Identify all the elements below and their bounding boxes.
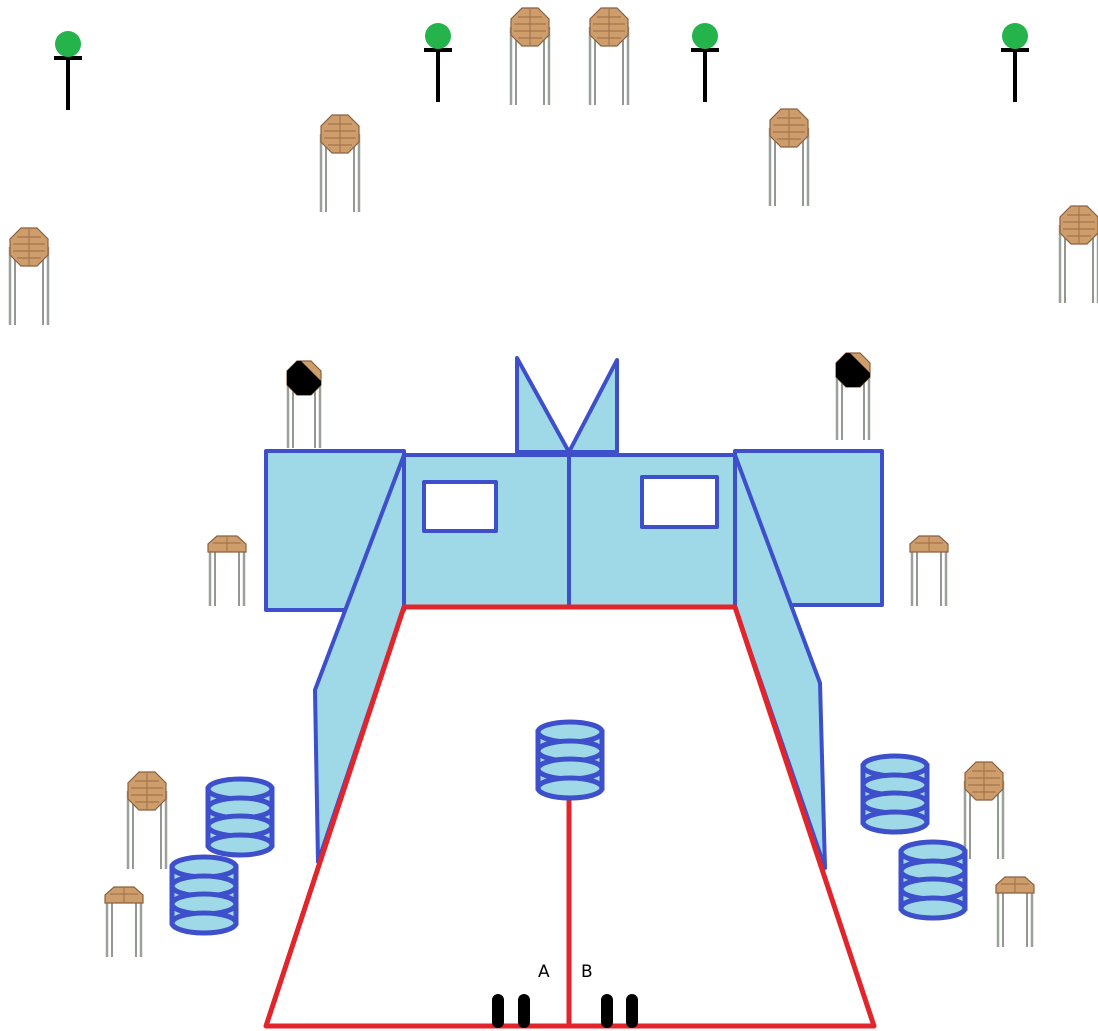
barrel-icon [208,779,272,855]
plate-rack-icon [999,21,1031,104]
octagon-target-icon [963,760,1005,861]
magazine-icon [626,994,638,1028]
no-shoot-target-icon [834,351,872,442]
octagon-target-icon [8,226,50,327]
start-position-b-label: B [581,962,593,982]
half-target-icon [206,534,248,608]
plate-rack-icon [689,21,721,104]
octagon-target-icon [126,770,168,871]
magazines [492,994,638,1028]
octagon-target-icon [768,107,810,208]
back-wall [264,356,884,870]
barrel-icon [901,842,965,918]
magazine-icon [601,994,613,1028]
side-wall-right [733,453,827,870]
octagon-target-icon [588,6,630,107]
wall-spike-left [515,356,571,454]
barrel-icon [172,857,236,933]
wall-spike-right [567,358,619,454]
octagon-target-icon [1058,204,1098,305]
magazine-icon [518,994,530,1028]
octagon-target-icon [509,6,551,107]
plate-rack-icon [422,21,454,104]
window-right [640,475,719,529]
barrel-icon [538,722,602,798]
half-target-icon [994,875,1036,949]
barrel-icon [863,756,927,832]
fault-line-boundary [263,604,877,1029]
half-target-icon [908,534,950,608]
no-shoot-target-icon [285,359,323,450]
octagon-target-icon [319,113,361,214]
half-target-icon [103,885,145,959]
window-left [422,480,498,533]
start-position-a-label: A [538,962,550,982]
shooting-area [263,604,877,1029]
magazine-icon [492,994,504,1028]
plate-rack-icon [52,29,84,112]
